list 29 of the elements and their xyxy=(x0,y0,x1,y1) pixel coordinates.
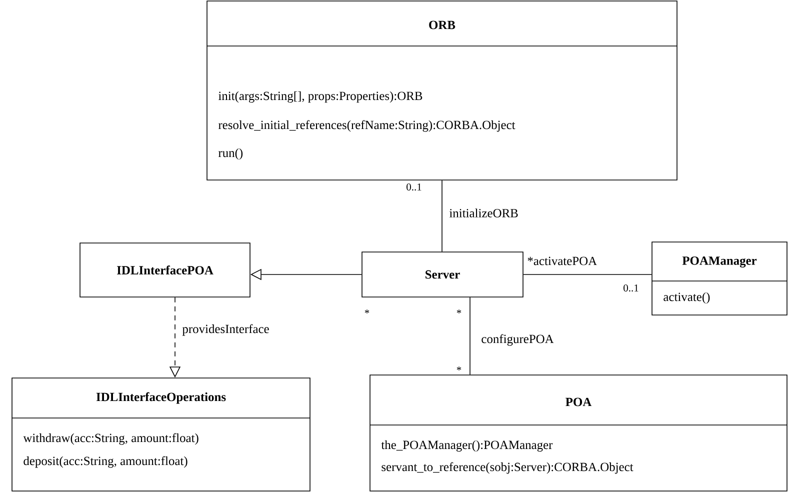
method-text: withdraw(acc:String, amount:float) xyxy=(23,433,198,445)
class-name: ORB xyxy=(429,20,456,30)
multiplicity-label: 0..1 xyxy=(624,284,638,292)
method-text: servant_to_reference(sobj:Server):CORBA.Object xyxy=(382,462,634,474)
method-text: resolve_initial_references(refName:String):CORBA.Object xyxy=(218,120,516,132)
edge-label: providesInterface xyxy=(181,323,270,337)
class-box xyxy=(652,242,788,316)
class-name: POA xyxy=(566,398,592,406)
class-name: IDLInterfaceOperations xyxy=(96,392,226,404)
edge-label: configurePOA xyxy=(480,333,555,347)
multiplicity-label: * xyxy=(456,366,462,370)
class-box xyxy=(362,252,524,298)
class-box xyxy=(370,374,788,492)
method-text: init(args:String[], props:Properties):ORB xyxy=(218,91,422,103)
edge-label: *activatePOA xyxy=(526,256,598,266)
association-line xyxy=(523,274,652,275)
method-text: run() xyxy=(218,148,243,160)
multiplicity-label: * xyxy=(456,310,462,314)
method-text: the_POAManager():POAManager xyxy=(381,440,553,452)
method-text: deposit(acc:String, amount:float) xyxy=(24,456,188,468)
multiplicity-label: * xyxy=(364,310,370,314)
class-name: POAManager xyxy=(682,256,757,268)
class-box xyxy=(80,242,250,298)
edge-label: initializeORB xyxy=(448,208,520,218)
class-name: Server xyxy=(426,270,460,279)
method-text: activate() xyxy=(664,292,710,304)
class-box xyxy=(12,378,310,492)
class-name: IDLInterfacePOA xyxy=(117,266,214,274)
class-box xyxy=(206,0,678,180)
